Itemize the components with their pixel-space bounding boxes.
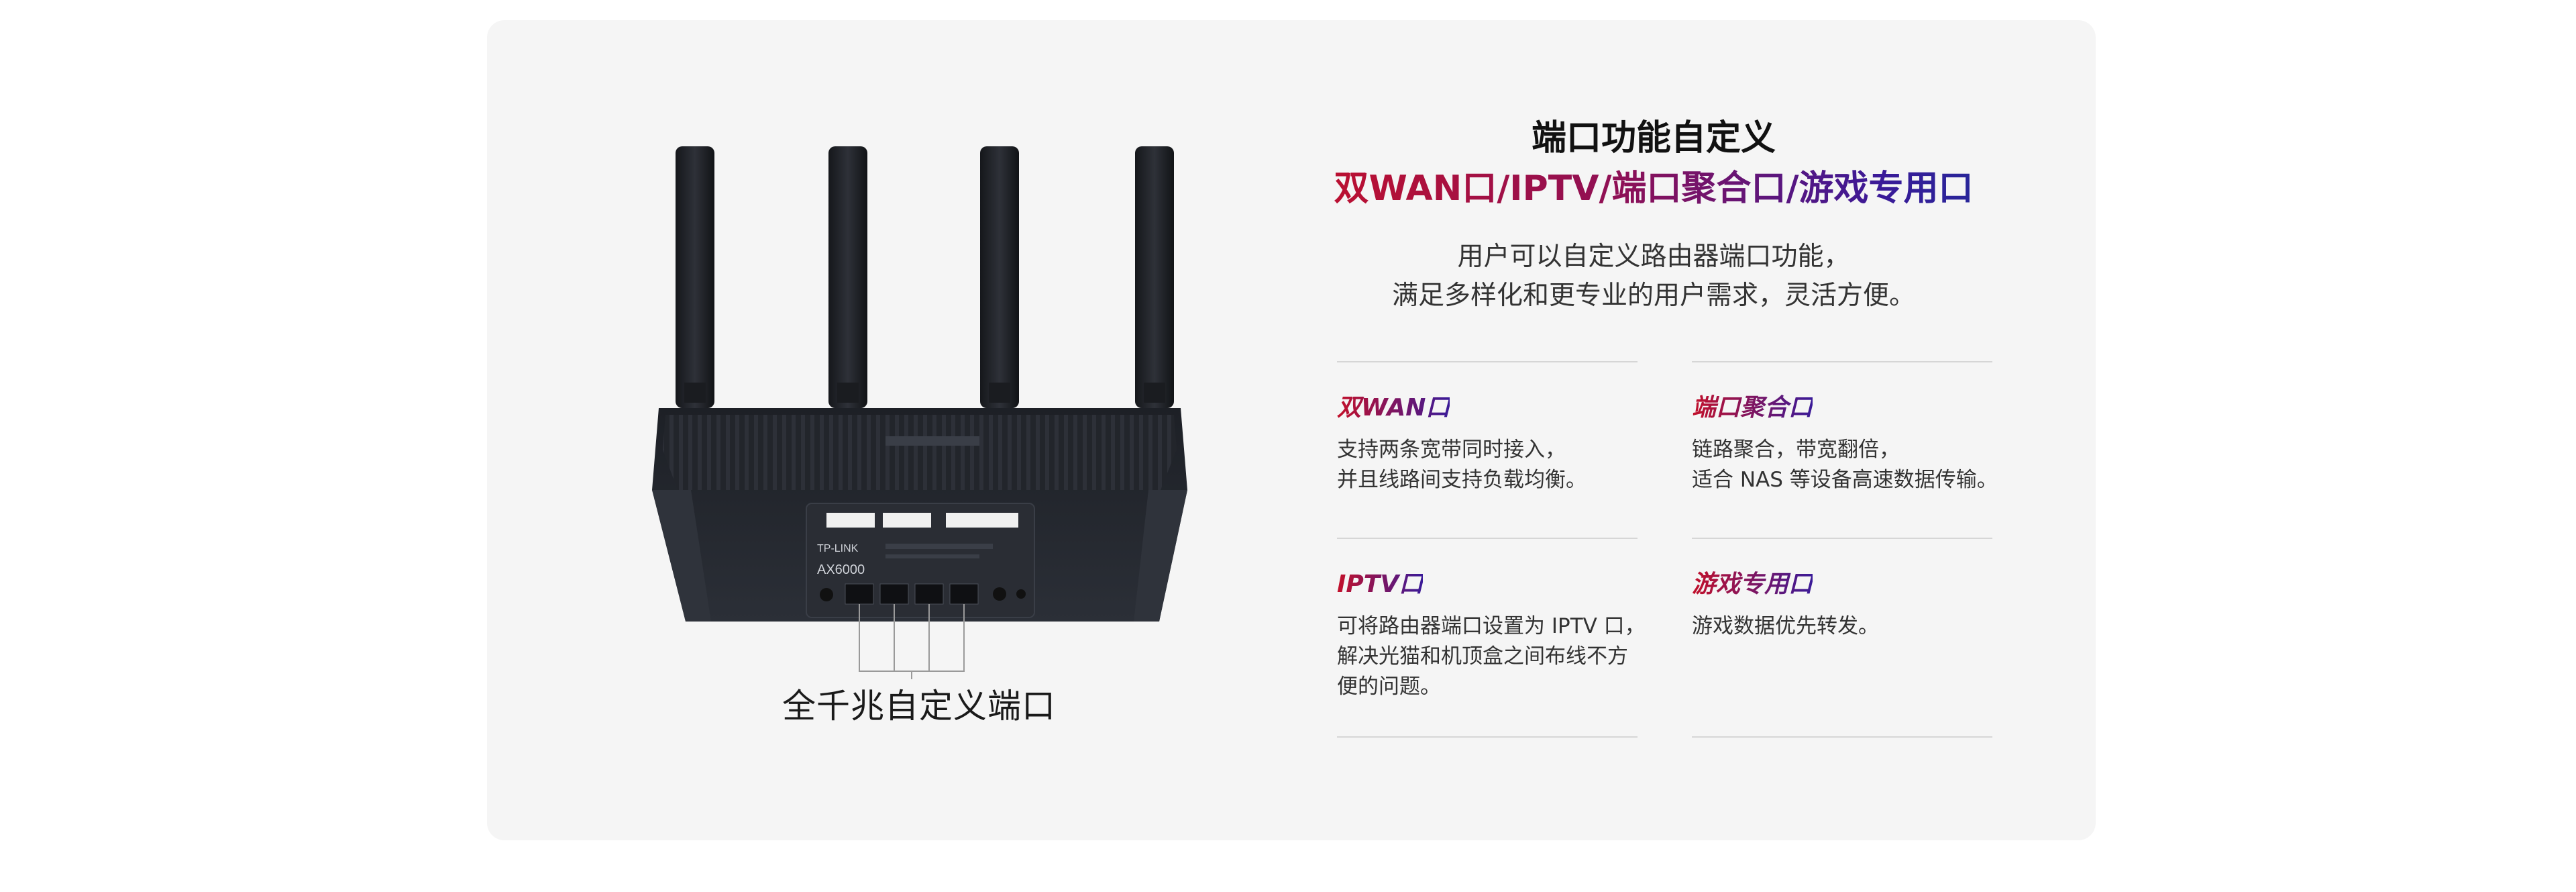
router-brand-text: TP-LINK bbox=[817, 543, 859, 554]
feature-line: 链路聚合，带宽翻倍， bbox=[1692, 438, 1900, 462]
antennas bbox=[676, 146, 1174, 408]
feature-link-aggregation: 端口聚合口 链路聚合，带宽翻倍， 适合 NAS 等设备高速数据传输。 bbox=[1692, 361, 1998, 539]
feature-line: 便的问题。 bbox=[1337, 675, 1441, 699]
feature-line: 解决光猫和机顶盒之间布线不方 bbox=[1337, 644, 1628, 668]
feature-gaming-port: 游戏专用口 游戏数据优先转发。 bbox=[1692, 538, 1992, 738]
feature-text: 支持两条宽带同时接入， 并且线路间支持负载均衡。 bbox=[1337, 435, 1652, 495]
feature-line: 支持两条宽带同时接入， bbox=[1337, 438, 1566, 462]
feature-title: 双WAN口 bbox=[1337, 388, 1450, 423]
feature-title: 游戏专用口 bbox=[1692, 564, 1813, 599]
description-line: 用户可以自定义路由器端口功能， bbox=[1457, 242, 1850, 272]
section-subtitle: 双WAN口/IPTV/端口聚合口/游戏专用口 bbox=[1275, 160, 2033, 210]
section-title: 端口功能自定义 bbox=[1531, 118, 1776, 158]
feature-dual-wan: 双WAN口 支持两条宽带同时接入， 并且线路间支持负载均衡。 bbox=[1337, 361, 1638, 539]
feature-title: 端口聚合口 bbox=[1692, 388, 1813, 423]
description-line: 满足多样化和更专业的用户需求，灵活方便。 bbox=[1391, 281, 1915, 311]
feature-line: 适合 NAS 等设备高速数据传输。 bbox=[1692, 468, 1998, 492]
feature-iptv: IPTV口 可将路由器端口设置为 IPTV 口， 解决光猫和机顶盒之间布线不方 … bbox=[1337, 538, 1646, 738]
feature-text: 可将路由器端口设置为 IPTV 口， 解决光猫和机顶盒之间布线不方 便的问题。 bbox=[1337, 611, 1652, 702]
feature-title: IPTV口 bbox=[1337, 564, 1423, 599]
ethernet-ports bbox=[820, 583, 1026, 605]
product-caption: 全千兆自定义端口 bbox=[782, 687, 1056, 726]
router-product-image: TP-LINK AX6000 bbox=[651, 141, 1187, 745]
router-model-text: AX6000 bbox=[817, 562, 865, 577]
feature-line: 可将路由器端口设置为 IPTV 口， bbox=[1337, 614, 1646, 638]
router-illustration: TP-LINK AX6000 bbox=[652, 146, 1187, 679]
feature-text: 游戏数据优先转发。 bbox=[1692, 611, 2007, 642]
feature-line: 并且线路间支持负载均衡。 bbox=[1337, 468, 1587, 492]
section-description: 用户可以自定义路由器端口功能， 满足多样化和更专业的用户需求，灵活方便。 bbox=[1275, 238, 2033, 315]
port-callout-lines bbox=[859, 604, 965, 679]
feature-text: 链路聚合，带宽翻倍， 适合 NAS 等设备高速数据传输。 bbox=[1692, 435, 2007, 495]
feature-line: 游戏数据优先转发。 bbox=[1692, 614, 1879, 638]
